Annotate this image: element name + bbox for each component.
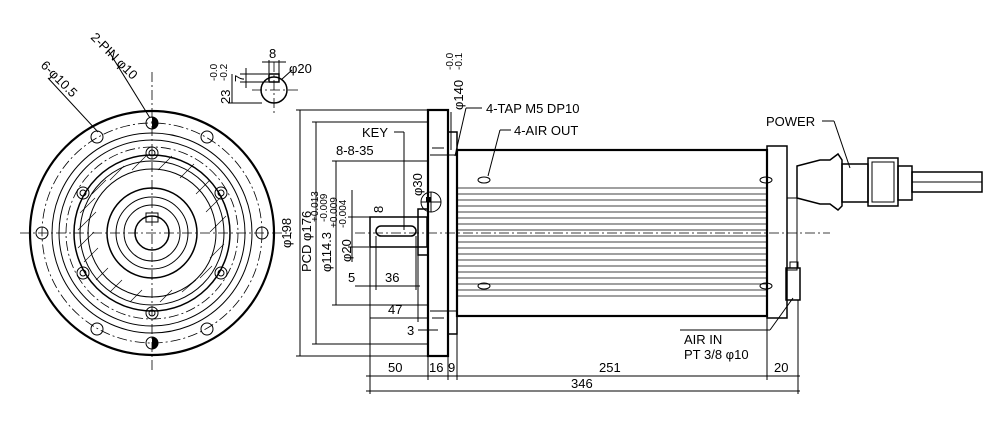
stator-hatching [77,155,227,303]
shaft-end [134,215,170,251]
mounting-hole [35,226,49,240]
dim-50: 50 [388,360,402,375]
keyway-depth-main: 23 [218,90,233,104]
dim-16: 16 [429,360,443,375]
dim-5: 5 [348,270,355,285]
power-connector [796,152,983,211]
flange-tol-lower: -0.1 [454,52,465,70]
rear-end-cap [766,145,788,319]
dim-47: 47 [388,302,402,317]
mounting-hole [200,322,214,336]
air-in-fitting [785,267,801,301]
dim-36: 36 [385,270,399,285]
dim-3: 3 [407,323,414,338]
flange-dia: φ140 [451,80,466,110]
air-in-label: AIR IN [684,332,722,347]
keyway-tol-upper: -0.0 [209,63,220,81]
mounting-hole [200,130,214,144]
dia-20-tol-upper: +0.009 [329,197,340,228]
dim-9: 9 [448,360,455,375]
dia-114-tol-upper: +0.013 [310,191,321,222]
tap-label: 4-TAP M5 DP10 [486,101,579,116]
dia-20: φ20 [339,239,354,262]
dia-114: φ114.3 [319,232,334,272]
keyway-detail: 8 7 23 -0.0 -0.2 φ20 [209,46,312,116]
mounting-hole [90,130,104,144]
keyway-width: 8 [269,46,276,61]
flange-tol-upper: -0.0 [445,52,456,70]
keyway-tol-lower: -0.2 [219,63,230,81]
keyway-shaft-dia: φ20 [289,61,312,76]
side-view: KEY 8-8-35 φ30 8 φ140 -0.0 -0.1 4-TAP M5… [279,52,983,394]
key-label: KEY [362,125,388,140]
front-view: 2-PIN φ10 6-φ10.5 [20,30,292,372]
shaft-section [260,76,288,104]
dia-30: φ30 [410,173,425,196]
dim-251: 251 [599,360,621,375]
dia-198: φ198 [279,218,294,248]
dia-20-tol-lower: -0.004 [338,199,349,228]
key-spec: 8-8-35 [336,143,374,158]
mounting-hole [90,322,104,336]
cooling-fins [457,187,767,297]
dim-20: 20 [774,360,788,375]
hole-label: 6-φ10.5 [38,58,81,101]
shaft-key [375,225,417,237]
dia-114-tol-lower: -0.009 [319,193,330,222]
pcd-176: PCD φ176 [299,211,314,272]
dim-346: 346 [571,376,593,391]
power-label: POWER [766,114,815,129]
outer-flange-circle [28,109,276,357]
air-out-label: 4-AIR OUT [514,123,578,138]
key-height: 8 [371,206,386,213]
keyway-depth-small: 7 [232,75,247,82]
air-in-spec: PT 3/8 φ10 [684,347,749,362]
mounting-hole [255,226,269,240]
pin-label: 2-PIN φ10 [88,30,141,83]
